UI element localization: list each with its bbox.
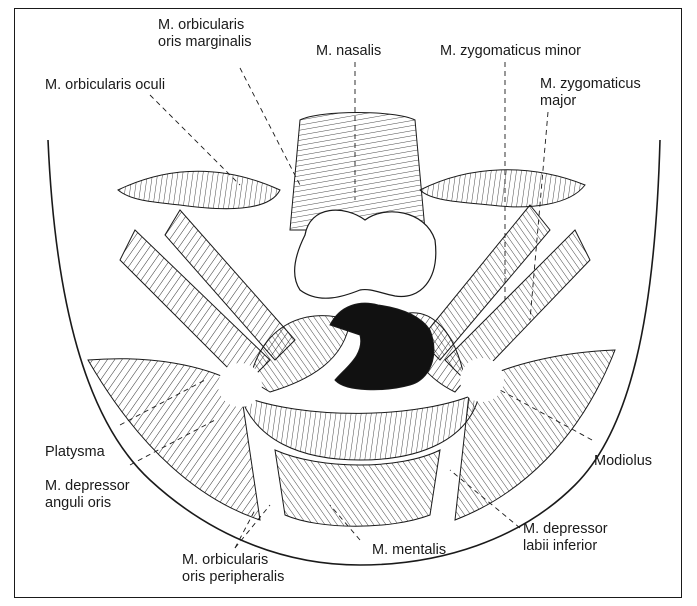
label-orbicularis-oculi: M. orbicularis oculi bbox=[45, 76, 165, 94]
label-orbicularis-peripheralis-2: oris peripheralis bbox=[182, 568, 284, 586]
label-mentalis: M. mentalis bbox=[372, 541, 446, 559]
label-zygomaticus-major-2: major bbox=[540, 92, 576, 110]
orbicularis-oculi-left bbox=[118, 171, 280, 208]
modiolus-left bbox=[218, 363, 262, 407]
mentalis-muscle bbox=[275, 450, 440, 526]
label-nasalis: M. nasalis bbox=[316, 42, 381, 60]
modiolus-right bbox=[460, 358, 504, 402]
label-zygomaticus-minor: M. zygomaticus minor bbox=[440, 42, 581, 60]
label-orbicularis-marginalis-1: M. orbicularis bbox=[158, 16, 244, 34]
label-depressor-anguli-2: anguli oris bbox=[45, 494, 111, 512]
label-platysma: Platysma bbox=[45, 443, 105, 461]
nasal-aperture bbox=[295, 210, 436, 298]
nasalis-muscle bbox=[290, 113, 425, 231]
label-depressor-anguli-1: M. depressor bbox=[45, 477, 130, 495]
label-depressor-labii-2: labii inferior bbox=[523, 537, 597, 555]
orbicularis-oculi-right bbox=[420, 170, 585, 207]
label-modiolus: Modiolus bbox=[594, 452, 652, 470]
label-orbicularis-marginalis-2: oris marginalis bbox=[158, 33, 251, 51]
label-orbicularis-peripheralis-1: M. orbicularis bbox=[182, 551, 268, 569]
label-depressor-labii-1: M. depressor bbox=[523, 520, 608, 538]
lower-lip-band bbox=[240, 392, 480, 460]
label-zygomaticus-major-1: M. zygomaticus bbox=[540, 75, 641, 93]
